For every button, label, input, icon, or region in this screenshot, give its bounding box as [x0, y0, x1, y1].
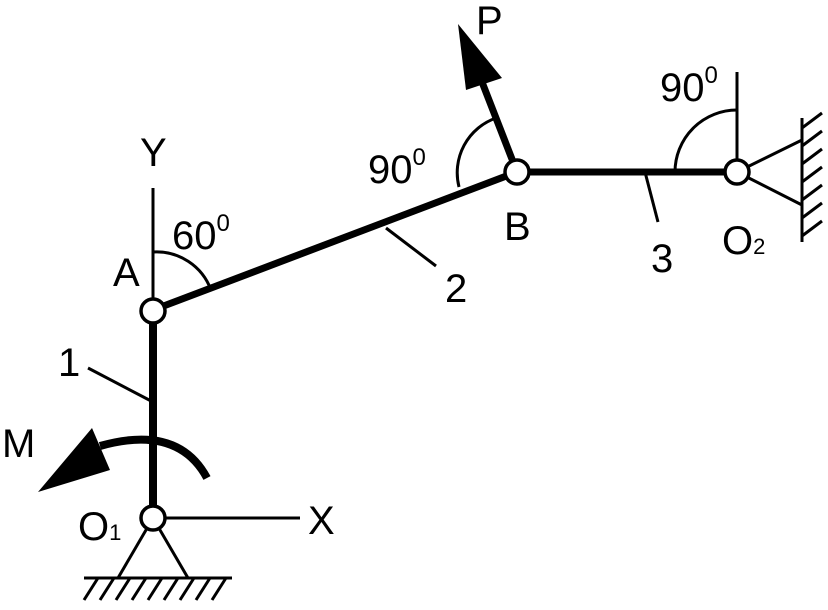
joint-o2: [723, 158, 751, 186]
link-2-label: 2: [445, 267, 467, 311]
link-2-leader: [385, 226, 437, 268]
o2-wall-hatch: [800, 111, 823, 242]
force-p-shaft: [478, 80, 521, 174]
moment-m-arc: [98, 435, 211, 480]
force-p-arrowhead: [458, 24, 502, 90]
x-axis-label: X: [308, 499, 335, 543]
joint-b: [503, 158, 531, 186]
angle-b-label: 900: [368, 144, 426, 192]
y-axis-label: Y: [140, 131, 167, 175]
link-1-label: 1: [58, 341, 80, 385]
angle-o2-label: 900: [660, 62, 718, 110]
moment-m-label: M: [2, 422, 35, 466]
joint-a: [139, 297, 167, 325]
link-3-label: 3: [651, 237, 673, 281]
point-a-label: A: [113, 251, 140, 295]
force-p-label: P: [476, 0, 503, 43]
angle-arc-o2: [673, 108, 738, 173]
link-3-leader: [643, 171, 660, 223]
joint-o1: [139, 504, 167, 532]
point-o2-label: O2: [722, 219, 765, 263]
point-o1-label: O1: [78, 505, 121, 549]
angle-a-label: 600: [172, 210, 230, 258]
link-2: [151, 168, 519, 314]
moment-m-arrowhead: [38, 428, 110, 492]
link-1-leader: [87, 366, 154, 404]
angle-arc-a: [152, 250, 213, 291]
point-b-label: B: [504, 205, 531, 249]
o1-ground-hatch: [82, 576, 232, 601]
angle-arc-b: [455, 116, 497, 188]
